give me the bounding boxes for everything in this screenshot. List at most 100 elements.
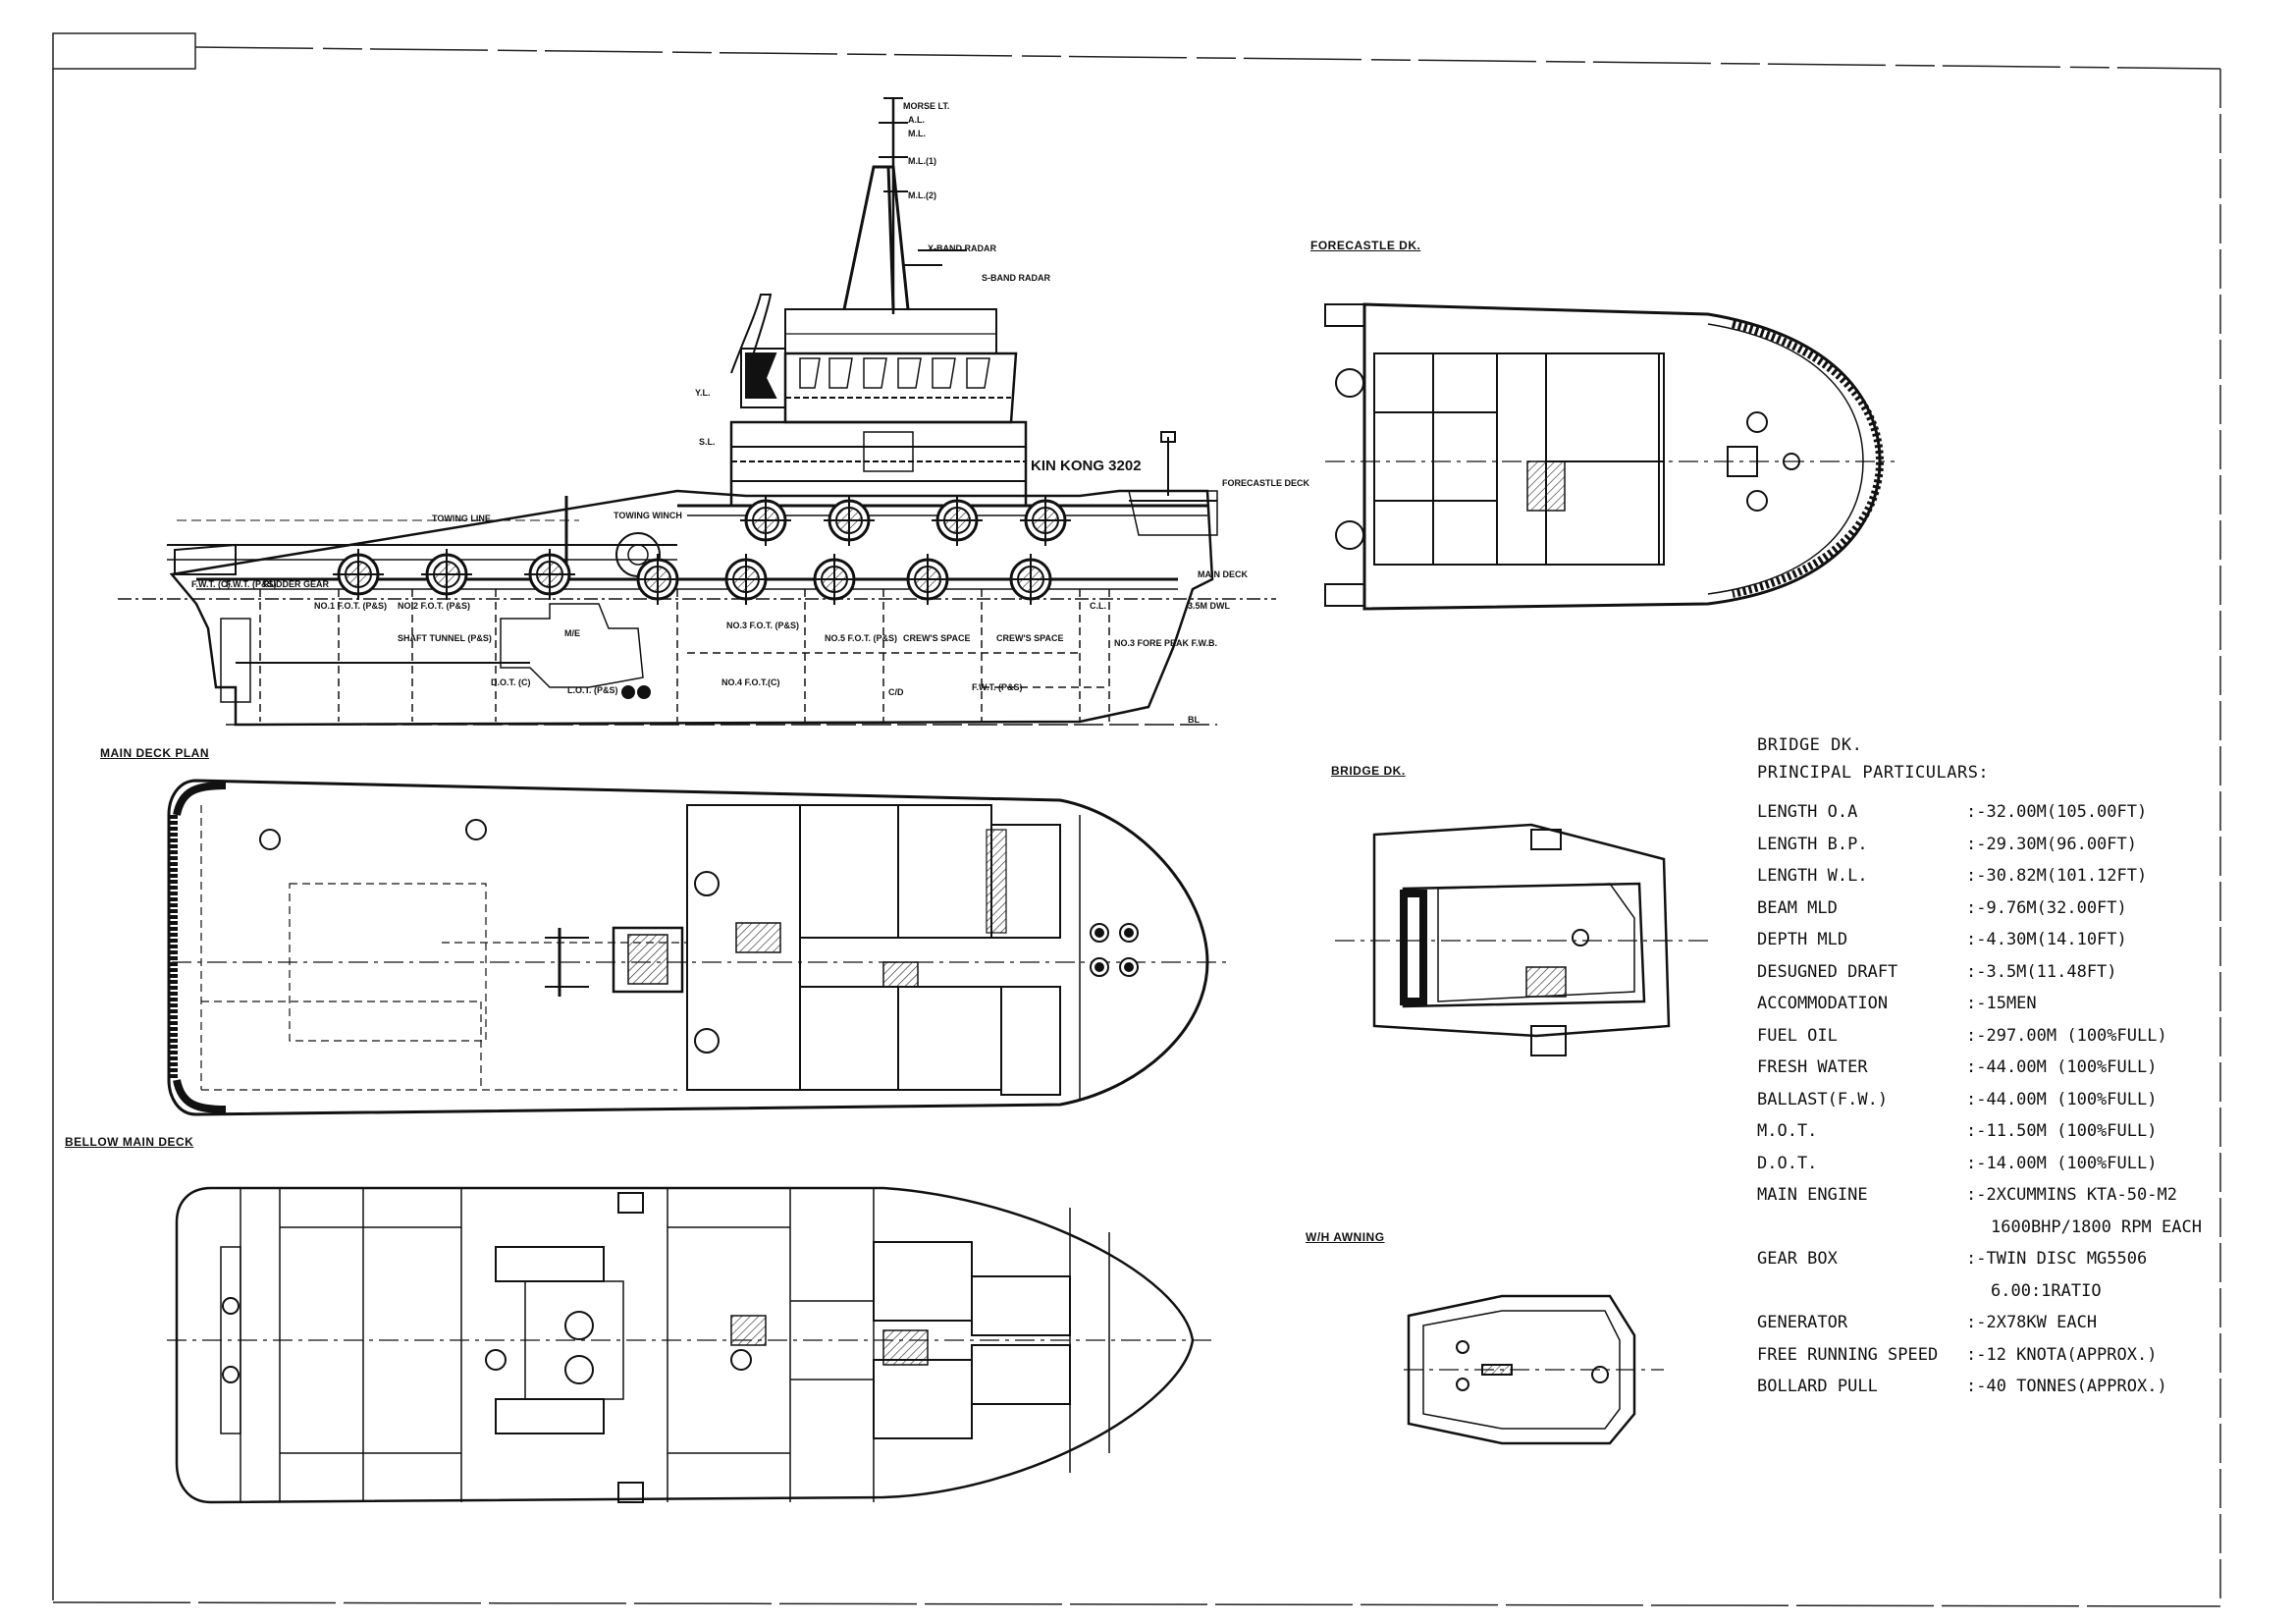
- particulars-value: :-40 TONNES(APPROX.): [1966, 1377, 2167, 1396]
- main-deck-label: MAIN DECK: [1198, 569, 1248, 579]
- no2-fot-label: NO.2 F.O.T. (P&S): [398, 601, 471, 611]
- dwl-label: 3.5M DWL: [1188, 601, 1231, 611]
- particulars-key: M.O.T.: [1757, 1121, 1818, 1141]
- particulars-row: LENGTH B.P. :-29.30M(96.00FT): [1757, 835, 2268, 864]
- particulars-row: BOLLARD PULL :-40 TONNES(APPROX.): [1757, 1377, 2268, 1406]
- bellow-main-deck-plan: [167, 1186, 1212, 1504]
- me-label: M/E: [564, 628, 581, 638]
- lot-label: L.O.T. (P&S): [567, 685, 618, 695]
- particulars-value: :-TWIN DISC MG5506: [1966, 1249, 2148, 1269]
- fore-peak-label: NO.3 FORE PEAK F.W.B.: [1114, 638, 1218, 648]
- particulars-value: :-4.30M(14.10FT): [1966, 930, 2127, 949]
- fwt-ps-label: F.W.T. (P&S): [226, 579, 277, 589]
- particulars-key: D.O.T.: [1757, 1153, 1818, 1173]
- main-deck-plan: [167, 779, 1227, 1116]
- sl-label: S.L.: [699, 437, 716, 447]
- cd-label: C/D: [888, 687, 904, 697]
- no1-fot-label: NO.1 F.O.T. (P&S): [314, 601, 388, 611]
- particulars-key: FREE RUNNING SPEED: [1757, 1344, 1939, 1365]
- sheet-border: [52, 32, 2221, 1607]
- particulars-value: :-12 KNOTA(APPROX.): [1966, 1344, 2158, 1365]
- particulars-key: LENGTH W.L.: [1757, 866, 1868, 886]
- no3-fot-label: NO.3 F.O.T. (P&S): [726, 621, 800, 630]
- bridge-deck-plan: [1335, 823, 1708, 1056]
- particulars-key: DESUGNED DRAFT: [1757, 961, 1898, 982]
- particulars-row: ACCOMMODATION :-15MEN: [1757, 994, 2268, 1023]
- forecastle-deck-label: FORECASTLE DECK: [1222, 478, 1310, 488]
- particulars-value: :-3.5M(11.48FT): [1966, 961, 2117, 982]
- particulars-value: :-11.50M (100%FULL): [1966, 1121, 2158, 1141]
- particulars-key: BEAM MLD: [1757, 897, 1838, 918]
- particulars-key: BOLLARD PULL: [1757, 1377, 1878, 1396]
- baseline-label: BL: [1188, 715, 1200, 725]
- morse-light-label: MORSE LT.: [903, 101, 950, 111]
- particulars-row-continued: 1600BHP/1800 RPM EACH: [1757, 1217, 2268, 1247]
- wh-awning-plan: [1404, 1294, 1664, 1445]
- particulars-value: :-44.00M (100%FULL): [1966, 1057, 2158, 1077]
- particulars-key: BALLAST(F.W.): [1757, 1089, 1889, 1109]
- particulars-row: GENERATOR :-2X78KW EACH: [1757, 1313, 2268, 1342]
- dot-label: D.O.T. (C): [491, 677, 531, 687]
- particulars-key: GENERATOR: [1757, 1313, 1848, 1332]
- particulars-row: FUEL OIL :-297.00M (100%FULL): [1757, 1026, 2268, 1055]
- crews-space-1-label: CREW'S SPACE: [903, 633, 971, 643]
- yl-label: Y.L.: [695, 388, 711, 398]
- rudder-gear-label: RUDDER GEAR: [263, 579, 330, 589]
- particulars-value: :-9.76M(32.00FT): [1966, 897, 2127, 918]
- particulars-row: LENGTH W.L. :-30.82M(101.12FT): [1757, 866, 2268, 895]
- particulars-value: :-32.00M(105.00FT): [1966, 802, 2148, 822]
- s-band-radar-label: S-BAND RADAR: [982, 273, 1050, 283]
- mast-light-label: M.L.: [908, 129, 926, 138]
- particulars-key: GEAR BOX: [1757, 1249, 1838, 1269]
- particulars-key: DEPTH MLD: [1757, 930, 1848, 949]
- particulars-row: BEAM MLD :-9.76M(32.00FT): [1757, 898, 2268, 928]
- towing-line-label: TOWING LINE: [432, 514, 491, 523]
- particulars-row: DEPTH MLD :-4.30M(14.10FT): [1757, 930, 2268, 959]
- particulars-key: LENGTH O.A: [1757, 802, 1858, 822]
- cl-label: C.L.: [1090, 601, 1106, 611]
- particulars-heading: BRIDGE DK.: [1757, 735, 1863, 755]
- particulars-row: LENGTH O.A :-32.00M(105.00FT): [1757, 802, 2268, 832]
- anchor-light-label: A.L.: [908, 115, 925, 125]
- x-band-radar-label: X-BAND RADAR: [928, 243, 996, 253]
- particulars-value: :-14.00M (100%FULL): [1966, 1153, 2158, 1173]
- bellow-main-deck-title: BELLOW MAIN DECK: [65, 1135, 194, 1149]
- particulars-key: LENGTH B.P.: [1757, 834, 1868, 854]
- wh-awning-title: W/H AWNING: [1306, 1230, 1385, 1244]
- particulars-row: FRESH WATER :-44.00M (100%FULL): [1757, 1057, 2268, 1087]
- profile-tyre-fenders: [331, 493, 1073, 607]
- particulars-row: MAIN ENGINE:-2XCUMMINS KTA-50-M2: [1757, 1185, 2268, 1215]
- particulars-row: D.O.T. :-14.00M (100%FULL): [1757, 1154, 2268, 1183]
- particulars-value-continued: 1600BHP/1800 RPM EACH: [1991, 1217, 2202, 1237]
- fwt-aft-label: F.W.T. (C): [191, 579, 231, 589]
- particulars-row-continued: 6.00:1RATIO: [1757, 1281, 2268, 1311]
- particulars-row: M.O.T. :-11.50M (100%FULL): [1757, 1121, 2268, 1151]
- profile-elevation: [118, 97, 1276, 727]
- particulars-title: PRINCIPAL PARTICULARS:: [1757, 763, 1990, 783]
- particulars-key: FUEL OIL: [1757, 1025, 1838, 1046]
- particulars-key: ACCOMMODATION: [1757, 994, 1889, 1013]
- bridge-dk-title: BRIDGE DK.: [1331, 764, 1406, 778]
- ship-name-label: KIN KONG 3202: [1031, 458, 1142, 474]
- particulars-value: :-2X78KW EACH: [1966, 1313, 2098, 1332]
- shaft-tunnel-label: SHAFT TUNNEL (P&S): [398, 633, 492, 643]
- no5-fot-label: NO.5 F.O.T. (P&S): [825, 633, 898, 643]
- particulars-row: GEAR BOX :-TWIN DISC MG5506: [1757, 1249, 2268, 1278]
- particulars-row: DESUGNED DRAFT :-3.5M(11.48FT): [1757, 962, 2268, 992]
- mast-light-1-label: M.L.(1): [908, 156, 936, 166]
- no4-fot-label: NO.4 F.O.T.(C): [721, 677, 780, 687]
- particulars-key: FRESH WATER: [1757, 1057, 1868, 1077]
- particulars-value: :-29.30M(96.00FT): [1966, 834, 2137, 854]
- particulars-value: :-30.82M(101.12FT): [1966, 866, 2148, 886]
- forecastle-deck-plan: [1324, 302, 1895, 611]
- particulars-value: :-44.00M (100%FULL): [1966, 1089, 2158, 1109]
- particulars-value: :-297.00M (100%FULL): [1966, 1025, 2167, 1046]
- particulars-value: :-2XCUMMINS KTA-50-M2: [1966, 1185, 2177, 1205]
- main-deck-plan-title: MAIN DECK PLAN: [100, 746, 209, 760]
- particulars-row: FREE RUNNING SPEED :-12 KNOTA(APPROX.): [1757, 1345, 2268, 1375]
- particulars-row: BALLAST(F.W.) :-44.00M (100%FULL): [1757, 1090, 2268, 1119]
- towing-winch-label: TOWING WINCH: [614, 511, 682, 520]
- mast-light-2-label: M.L.(2): [908, 190, 936, 200]
- particulars-value: :-15MEN: [1966, 994, 2037, 1013]
